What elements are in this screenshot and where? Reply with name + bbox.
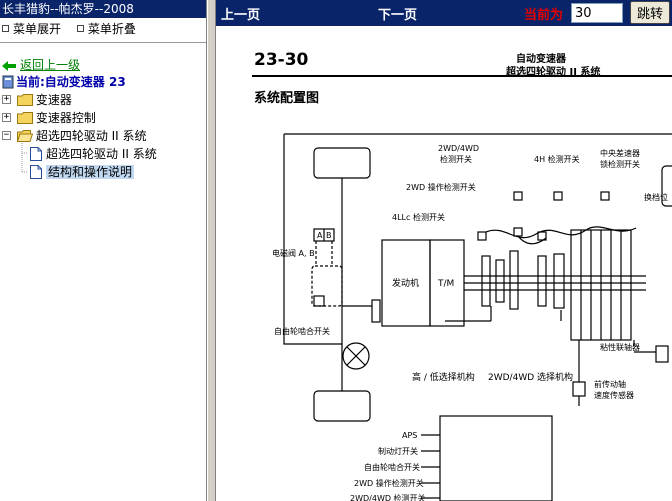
menu-expand-button[interactable]: 菜单展开	[2, 18, 61, 40]
tree-item-label: 变速器	[35, 93, 72, 107]
next-page-link[interactable]: 下一页	[378, 8, 418, 23]
label-brake-switch: 制动灯开关	[378, 446, 418, 456]
page-nav-bar: 上一页 下一页 当前为 跳转	[216, 0, 672, 26]
label-2wd4wd-switch: 2WD/4WD	[438, 144, 479, 153]
collapse-minus-icon[interactable]: −	[2, 130, 11, 140]
tree-item-super-select-4wd[interactable]: − 超选四轮驱动 II 系统	[0, 127, 206, 145]
back-link[interactable]: 返回上一级	[0, 57, 206, 73]
label-sensor-2: 速度传感器	[594, 390, 634, 400]
tree-item-label: 结构和操作说明	[46, 165, 135, 179]
tree-item-label: 超选四轮驱动 II 系统	[46, 147, 157, 161]
go-button[interactable]: 跳转	[630, 1, 670, 24]
label-tm: T/M	[437, 279, 454, 289]
label-2wd4wd-switch-2: 检测开关	[440, 154, 472, 164]
menu-collapse-button[interactable]: 菜单折叠	[76, 18, 136, 40]
system-diagram: 2WD/4WD 检测开关 4H 检测开关 中央差速器 锁检测开关 2WD 操作检…	[272, 133, 672, 501]
label-4h-switch: 4H 检测开关	[534, 154, 580, 164]
tree-item-label: 变速器控制	[35, 111, 96, 125]
folder-icon	[16, 111, 33, 124]
label-op-switch-input: 2WD 操作检测开关	[354, 478, 424, 488]
tree-item-super-select-4wd-doc[interactable]: 超选四轮驱动 II 系统	[0, 145, 206, 163]
collapse-icon	[76, 25, 84, 32]
header-section: 超选四轮驱动 II 系统	[506, 67, 601, 78]
prev-page-link[interactable]: 上一页	[221, 8, 261, 23]
label-aps: APS	[402, 431, 417, 440]
current-page-label: 当前为	[524, 8, 564, 23]
expand-plus-icon[interactable]: +	[2, 94, 11, 104]
document-icon	[30, 146, 42, 161]
label-sensor-1: 前传动轴	[594, 379, 626, 389]
label-2wd-op-switch: 2WD 操作检测开关	[406, 182, 476, 192]
section-title: 系统配置图	[254, 91, 320, 106]
header-rule	[252, 75, 672, 77]
menu-bar: 菜单展开 菜单折叠	[0, 18, 206, 40]
manual-page: 23-30 自动变速器 超选四轮驱动 II 系统 系统配置图	[216, 26, 672, 501]
page-number-input[interactable]	[571, 3, 623, 23]
expand-plus-icon[interactable]: +	[2, 112, 11, 122]
label-freewheel-switch: 自由轮啮合开关	[274, 326, 330, 336]
label-engine: 发动机	[392, 277, 419, 289]
page-number: 23-30	[254, 50, 309, 70]
menu-expand-label: 菜单展开	[13, 22, 62, 36]
expand-icon	[2, 25, 9, 32]
pane-splitter[interactable]	[207, 0, 216, 501]
folder-icon	[16, 93, 33, 106]
tree-item-transmission-control[interactable]: + 变速器控制	[0, 109, 206, 127]
label-viscous-coupling: 粘性联轴器	[600, 342, 640, 352]
front-wheel	[313, 147, 371, 179]
tree-item-transmission[interactable]: + 变速器	[0, 91, 206, 109]
back-link-label: 返回上一级	[20, 58, 81, 72]
tree-item-label: 超选四轮驱动 II 系统	[35, 129, 147, 143]
label-shift-position: 换档位	[644, 192, 668, 202]
menu-collapse-label: 菜单折叠	[87, 22, 136, 36]
pane-title: 长丰猎豹--帕杰罗--2008	[0, 0, 206, 18]
label-center-diff-1: 中央差速器	[600, 148, 640, 158]
divider	[0, 42, 206, 43]
rear-wheel	[313, 390, 371, 422]
label-solenoid-b: B	[326, 231, 332, 240]
folder-open-icon	[16, 129, 33, 142]
label-freewheel-input: 自由轮啮合开关	[364, 462, 420, 472]
label-4llc-switch: 4LLc 检测开关	[392, 212, 445, 222]
header-chapter: 自动变速器	[516, 54, 566, 65]
book-icon	[2, 75, 14, 88]
label-2wd4wd-sel-mech: 2WD/4WD 选择机构	[488, 371, 573, 383]
tree-item-structure-operation[interactable]: 结构和操作说明	[0, 163, 206, 181]
document-icon	[30, 164, 42, 179]
navigation-pane: 长丰猎豹--帕杰罗--2008 菜单展开 菜单折叠 返回上一级 当前:自动变速器…	[0, 0, 207, 501]
current-chapter: 当前:自动变速器 23	[0, 73, 206, 91]
back-arrow-icon	[2, 60, 16, 71]
content-pane: 上一页 下一页 当前为 跳转 23-30 自动变速器 超选四轮驱动 II 系统 …	[216, 0, 672, 501]
label-solenoid-valve: 电磁阀 A, B	[272, 248, 315, 258]
label-solenoid-a: A	[317, 231, 323, 240]
label-high-low-mech: 高 / 低选择机构	[412, 371, 475, 383]
current-chapter-label: 当前:自动变速器 23	[16, 75, 126, 89]
label-center-diff-2: 锁检测开关	[600, 159, 640, 169]
label-bottom-switch: 2WD/4WD 检测开关	[350, 493, 426, 501]
